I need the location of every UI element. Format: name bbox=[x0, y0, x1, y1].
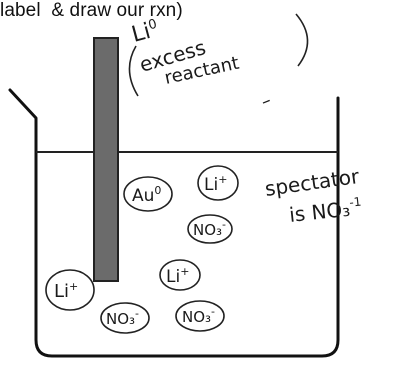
ion-li-top: Li+ bbox=[197, 165, 239, 201]
ion-no3-bottom-right: NO₃- bbox=[175, 300, 225, 332]
svg-text:NO₃-: NO₃- bbox=[193, 218, 226, 239]
svg-text:NO₃-: NO₃- bbox=[182, 305, 215, 326]
svg-text:Li+: Li+ bbox=[54, 280, 78, 302]
metal-electrode bbox=[93, 37, 119, 282]
ion-li-left: Li+ bbox=[45, 269, 95, 311]
instruction-text: label & draw our rxn) bbox=[0, 0, 183, 21]
ion-li-middle: Li+ bbox=[159, 259, 201, 291]
svg-text:Li+: Li+ bbox=[204, 173, 227, 195]
dash-mark: – bbox=[258, 90, 274, 113]
beaker-outline bbox=[8, 88, 340, 358]
ion-au: Au0 bbox=[123, 176, 173, 212]
excess-bracket-right bbox=[295, 13, 309, 67]
spectator-label: spectator bbox=[263, 164, 361, 201]
svg-text:NO₃-: NO₃- bbox=[106, 307, 139, 328]
ion-no3-bottom-left: NO₃- bbox=[100, 302, 150, 334]
svg-text:Au0: Au0 bbox=[132, 184, 161, 206]
excess-bracket bbox=[128, 45, 139, 97]
spectator-ion-note: is NO₃-1 bbox=[288, 194, 363, 226]
svg-text:Li+: Li+ bbox=[166, 265, 189, 287]
ion-no3-upper: NO₃- bbox=[187, 214, 233, 244]
